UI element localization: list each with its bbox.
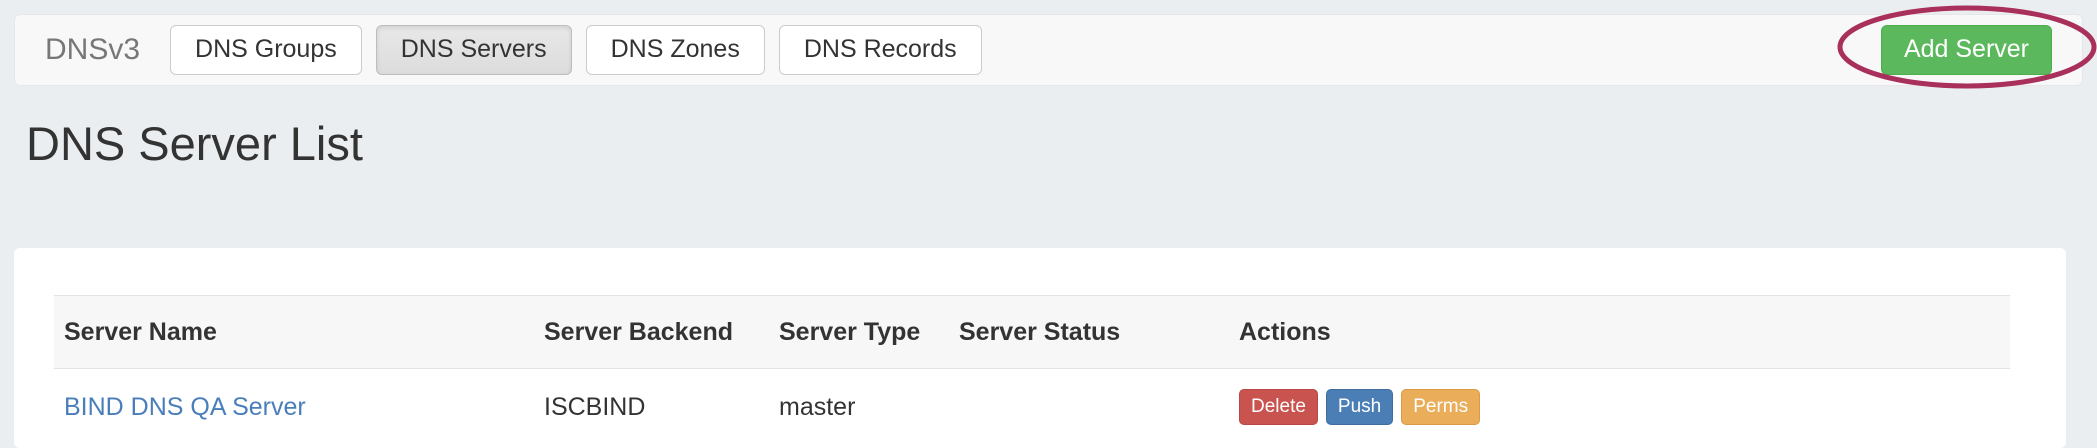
- cell-server-status: [949, 368, 1229, 445]
- cell-server-name: BIND DNS QA Server: [54, 368, 534, 445]
- page-title: DNS Server List: [26, 117, 363, 170]
- cell-actions: Delete Push Perms: [1229, 368, 2010, 445]
- table-header-row: Server Name Server Backend Server Type S…: [54, 295, 2010, 369]
- server-name-link[interactable]: BIND DNS QA Server: [64, 392, 306, 421]
- column-header-server-type: Server Type: [769, 295, 949, 369]
- delete-button[interactable]: Delete: [1239, 389, 1318, 425]
- nav-button-dns-records[interactable]: DNS Records: [778, 25, 982, 75]
- brand-logo[interactable]: DNSv3: [45, 33, 141, 66]
- column-header-server-backend: Server Backend: [534, 295, 769, 369]
- table-header: Server Name Server Backend Server Type S…: [54, 295, 2010, 369]
- dns-server-table: Server Name Server Backend Server Type S…: [54, 295, 2010, 445]
- nav-button-group: DNS Groups DNS Servers DNS Zones DNS Rec…: [170, 25, 982, 75]
- action-button-group: Delete Push Perms: [1239, 389, 1481, 425]
- table-row: BIND DNS QA Server ISCBIND master Delete…: [54, 368, 2010, 445]
- add-server-button[interactable]: Add Server: [1880, 25, 2052, 75]
- nav-button-dns-servers[interactable]: DNS Servers: [375, 25, 572, 75]
- perms-button[interactable]: Perms: [1401, 389, 1481, 425]
- top-navbar: DNSv3 DNS Groups DNS Servers DNS Zones D…: [14, 14, 2083, 86]
- cell-server-backend: ISCBIND: [534, 368, 769, 445]
- nav-button-dns-zones[interactable]: DNS Zones: [585, 25, 765, 75]
- column-header-actions: Actions: [1229, 295, 2010, 369]
- column-header-server-name: Server Name: [54, 295, 534, 369]
- push-button[interactable]: Push: [1325, 389, 1394, 425]
- navbar-right-group: Add Server: [1880, 25, 2052, 75]
- cell-server-type: master: [769, 368, 949, 445]
- nav-button-dns-groups[interactable]: DNS Groups: [170, 25, 362, 75]
- column-header-server-status: Server Status: [949, 295, 1229, 369]
- table-body: BIND DNS QA Server ISCBIND master Delete…: [54, 368, 2010, 445]
